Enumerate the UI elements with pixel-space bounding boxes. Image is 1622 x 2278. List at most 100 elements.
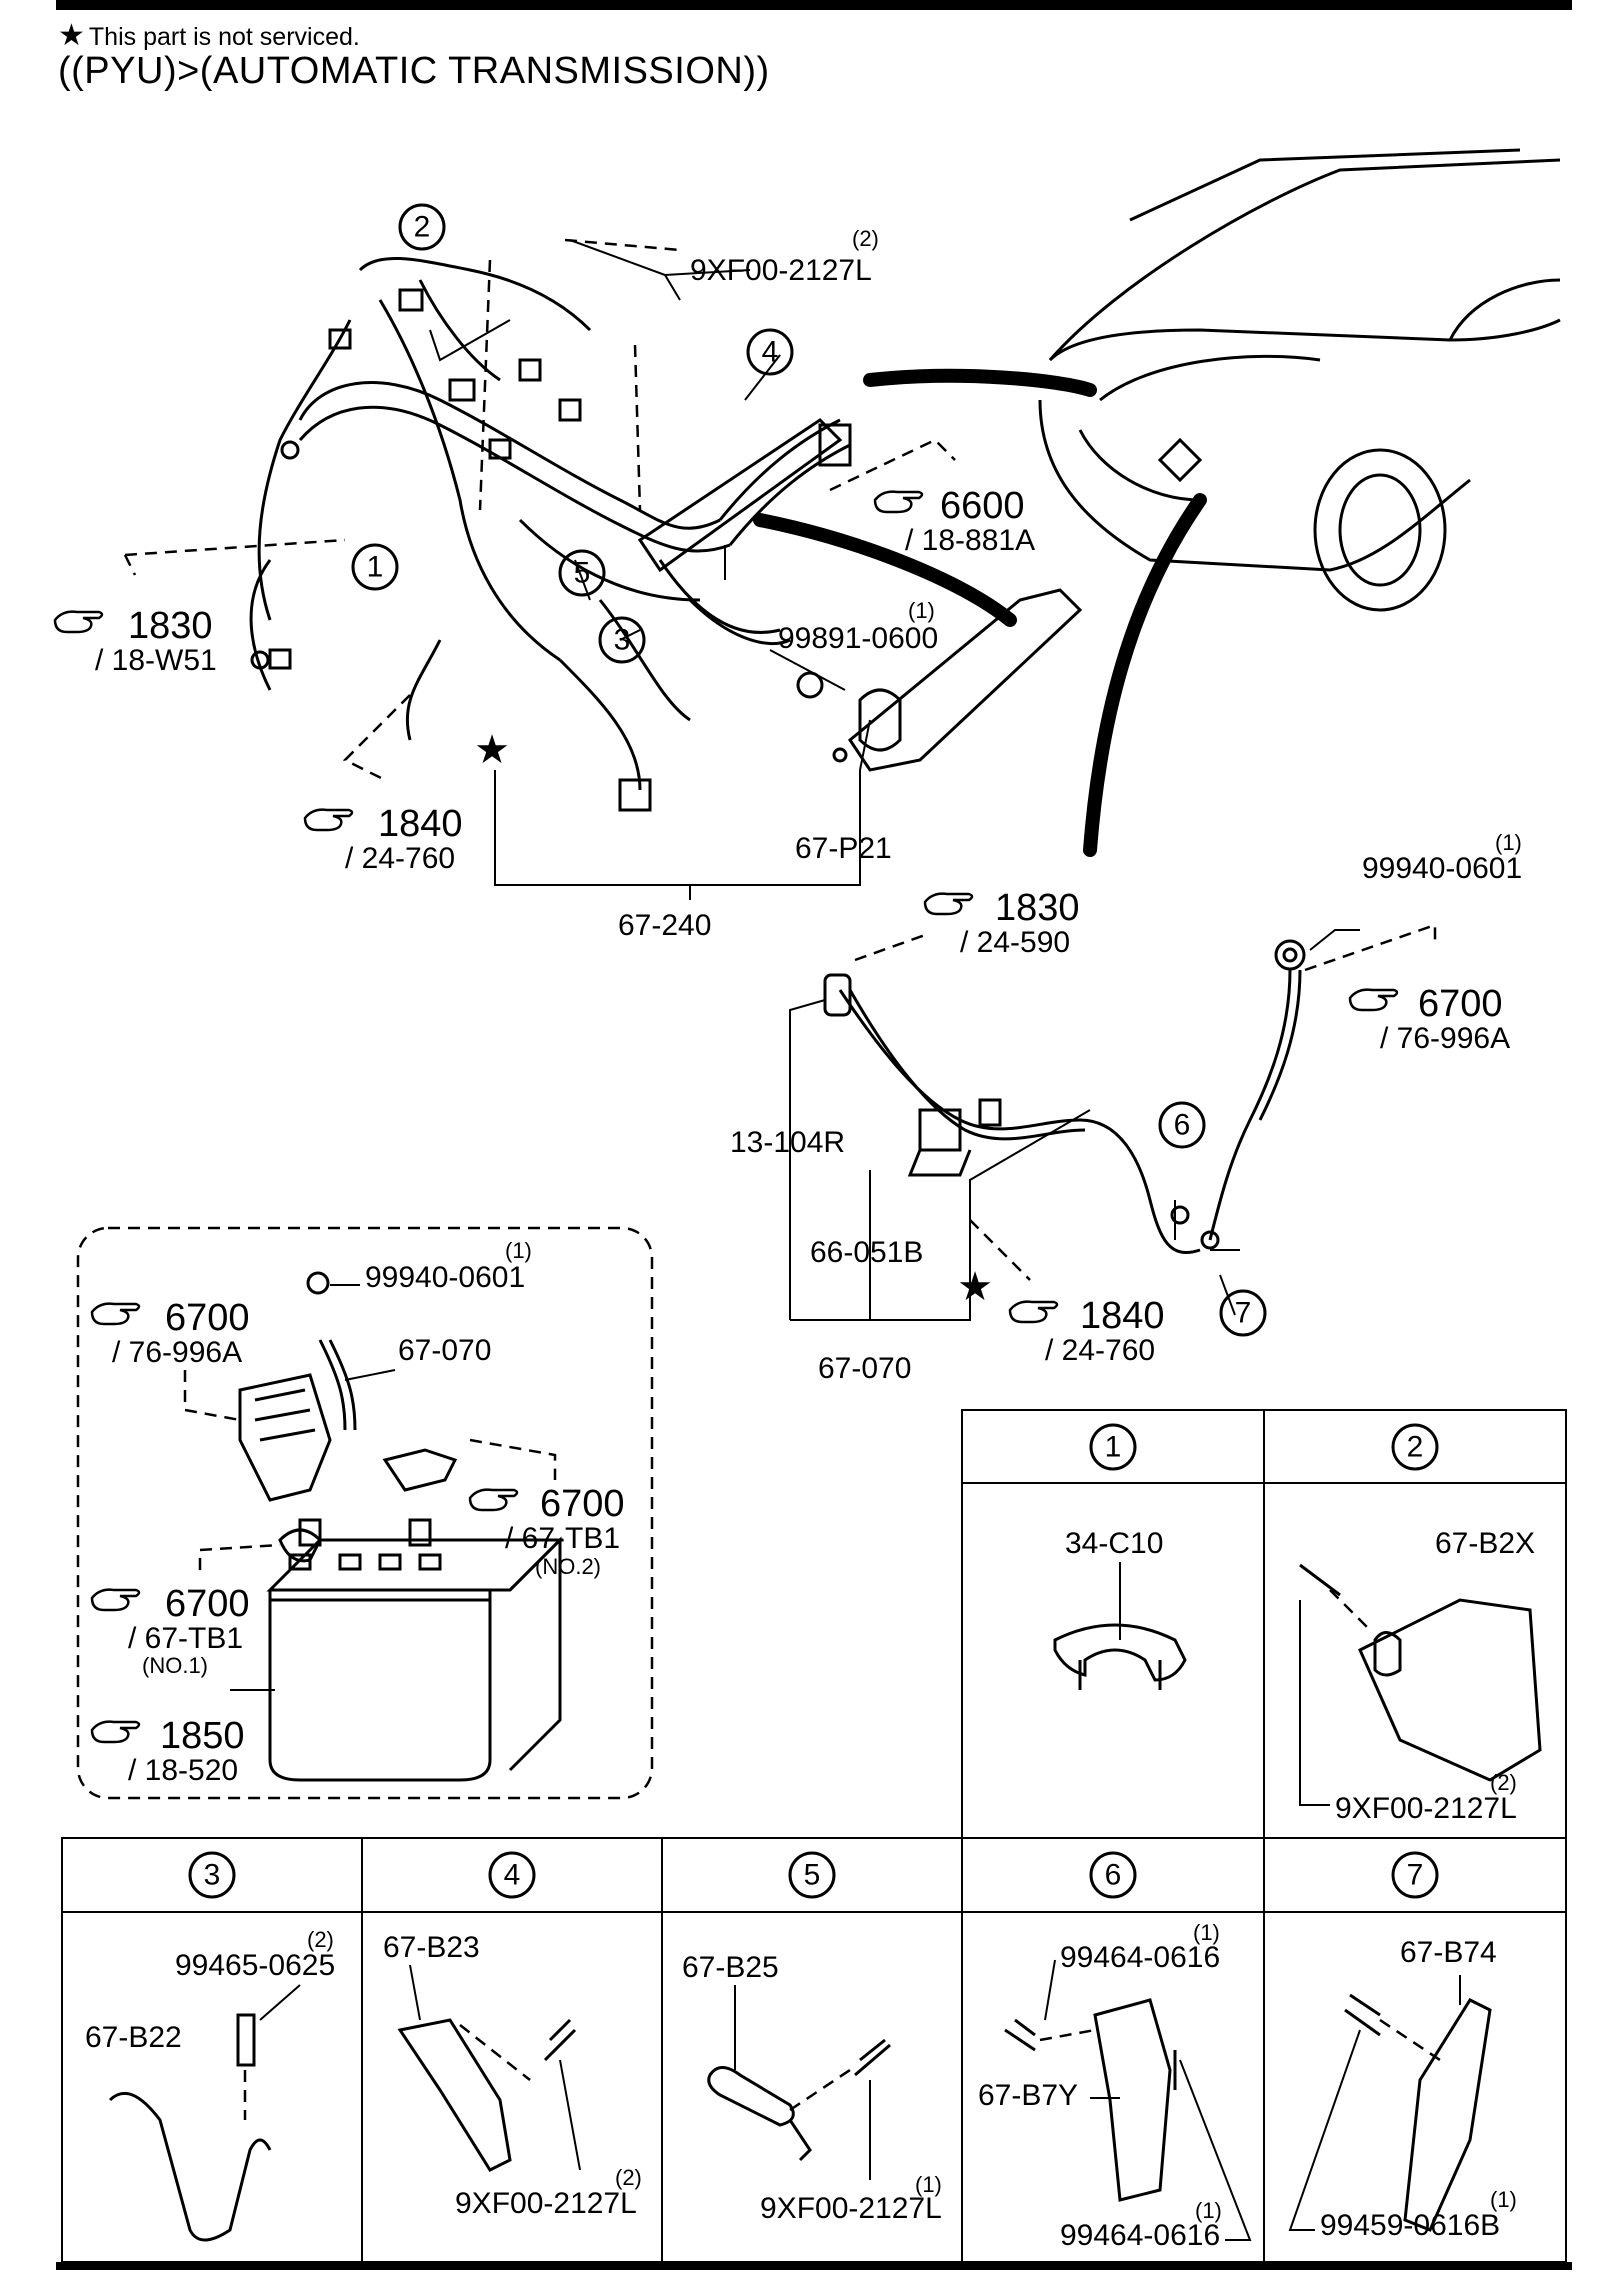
detail-part-qty: (1): [915, 2172, 942, 2197]
reference-num: 1850: [160, 1715, 245, 1757]
callout-circle-1: [351, 543, 399, 591]
detail-cell-3: 3 (2) 99465-0625 67-B22: [85, 1851, 335, 2242]
reference-num: 6700: [165, 1297, 250, 1339]
detail-part-code: 99465-0625: [175, 1949, 335, 1982]
callout-circle-5: [558, 549, 606, 597]
cable-070-label: 67-070: [818, 1352, 911, 1385]
detail-part-code: 67-B23: [383, 1931, 480, 1964]
reference-num: 1830: [995, 887, 1080, 929]
callout-5-label: 5: [574, 557, 591, 590]
detail-cell-2-id: 2: [1407, 1431, 1424, 1464]
callout-circle-3: [598, 616, 646, 664]
reference-6700-right: 6700 / 76-996A: [1348, 983, 1510, 1055]
detail-cell-1-id: 1: [1105, 1431, 1122, 1464]
detail-part-qty: (2): [1490, 1770, 1517, 1795]
detail-part-qty: (1): [1193, 1920, 1220, 1945]
star-marker-2: ★: [957, 1265, 993, 1309]
callout-circle-2: [398, 203, 446, 251]
detail-part-qty: (2): [307, 1927, 334, 1952]
detail-part-code: 99464-0616: [1060, 1941, 1220, 1974]
detail-part-code: 99459-0616B: [1320, 2209, 1500, 2242]
pointer-hand-icon: [468, 1488, 519, 1512]
reference-sub: / 76-996A: [1380, 1022, 1510, 1055]
detail-cell-5: 5 67-B25 (1) 9XF00-2127L: [682, 1851, 942, 2225]
reference-6700-tb1-no2: 6700 / 67-TB1 (NO.2): [468, 1483, 625, 1579]
reference-num: 6700: [540, 1483, 625, 1525]
detail-part-code: 9XF00-2127L: [1335, 1792, 1517, 1825]
detail-cell-6-id: 6: [1105, 1859, 1122, 1892]
battery-drawing: [238, 1271, 564, 1782]
callout-circle-6: [1158, 1101, 1206, 1149]
reference-sub: / 18-881A: [905, 524, 1035, 557]
pointer-hand-icon: [873, 490, 924, 514]
callout-2-label: 2: [414, 211, 431, 244]
reference-sub: / 18-W51: [95, 644, 217, 677]
reference-6700-inset-top: 6700 / 76-996A: [90, 1297, 250, 1369]
reference-1830-590: 1830 / 24-590: [923, 887, 1080, 959]
inset-cable-label: 67-070: [398, 1334, 491, 1367]
pointer-hand-icon: [90, 1720, 141, 1744]
reference-num: 6700: [1418, 983, 1503, 1025]
note-text: This part is not serviced.: [88, 23, 360, 51]
pointer-hand-icon: [923, 892, 974, 916]
reference-1840-lower: 1840 / 24-760: [1008, 1295, 1165, 1367]
vehicle-drawing: [1038, 148, 1561, 612]
inset-nut-qty: (1): [505, 1238, 532, 1263]
detail-cell-7-id: 7: [1407, 1859, 1424, 1892]
nut-right-label: 99940-0601: [1362, 852, 1522, 885]
callout-7-label: 7: [1235, 1297, 1252, 1330]
leader-to-car-2: [753, 513, 1017, 627]
harness-label: 67-240: [618, 909, 711, 942]
reference-sub: / 24-760: [345, 842, 455, 875]
callout-1-label: 1: [367, 551, 384, 584]
reference-num: 1840: [378, 803, 463, 845]
detail-cell-4-id: 4: [504, 1859, 521, 1892]
reference-sub: / 24-590: [960, 926, 1070, 959]
detail-part-code: 34-C10: [1065, 1527, 1163, 1560]
reference-num: 6700: [165, 1583, 250, 1625]
pointer-hand-icon: [90, 1588, 141, 1612]
pointer-hand-icon: [90, 1302, 141, 1326]
reference-1850: 1850 / 18-520: [90, 1715, 245, 1787]
reference-sub: / 76-996A: [112, 1336, 242, 1369]
reference-extra: (NO.1): [142, 1653, 208, 1678]
detail-part-code: 9XF00-2127L: [455, 2187, 637, 2220]
detail-part-code: 67-B22: [85, 2021, 182, 2054]
pointer-hand-icon: [1008, 1300, 1059, 1324]
reference-6700-tb1-no1: 6700 / 67-TB1 (NO.1): [90, 1583, 250, 1678]
cable-13-label: 13-104R: [730, 1126, 845, 1159]
pointer-hand-icon: [1348, 988, 1399, 1012]
pointer-hand-icon: [53, 610, 104, 634]
detail-cell-1: 1 34-C10: [1053, 1423, 1187, 1690]
diagram-title: ((PYU)>(AUTOMATIC TRANSMISSION)): [58, 50, 770, 92]
reference-1840-upper: 1840 / 24-760: [303, 803, 463, 875]
pointer-hand-icon: [303, 808, 354, 832]
nut-right-qty: (1): [1495, 830, 1522, 855]
nut-mid-qty: (1): [908, 598, 935, 623]
bracket-p21-label: 67-P21: [795, 832, 892, 865]
detail-part-code: 67-B7Y: [978, 2079, 1078, 2112]
top-border-bar: [56, 0, 1572, 10]
detail-part-code: 67-B74: [1400, 1936, 1497, 1969]
bolt-top-label: 9XF00-2127L: [690, 254, 872, 287]
reference-6600: 6600 / 18-881A: [873, 485, 1035, 557]
star-icon: ★: [58, 19, 85, 52]
callout-circle-4: [746, 328, 794, 376]
detail-cell-2: 2 67-B2X (2) 9XF00-2127L: [1299, 1423, 1542, 1825]
detail-part-code: 67-B25: [682, 1951, 779, 1984]
reference-sub: / 67-TB1: [505, 1522, 620, 1555]
reference-extra: (NO.2): [535, 1554, 601, 1579]
bolt-top-qty: (2): [852, 226, 879, 251]
star-marker-1: ★: [474, 728, 510, 772]
callout-circle-7: [1219, 1289, 1267, 1337]
main-callouts: 2 4 1 5 3 6 7: [351, 203, 1267, 1337]
bracket-67-p21-drawing: [658, 559, 1083, 772]
leader-to-car-1: [863, 368, 1097, 397]
inset-nut-label: 99940-0601: [365, 1261, 525, 1294]
detail-cell-4: 4 67-B23 (2) 9XF00-2127L: [383, 1851, 642, 2220]
not-serviced-note: ★This part is not serviced.: [58, 18, 360, 53]
leader-lines: [123, 238, 1437, 1691]
engine-harness-drawing: [249, 257, 852, 812]
detail-part-code: 9XF00-2127L: [760, 2192, 942, 2225]
